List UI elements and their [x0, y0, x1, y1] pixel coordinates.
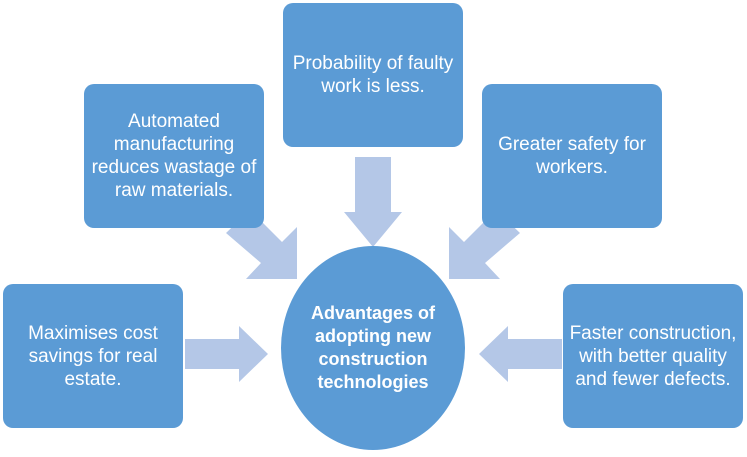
arrow-lower-right [479, 326, 562, 382]
advantage-box-faster-construction: Faster construction, with better quality… [563, 284, 743, 428]
center-topic-circle: Advantages of adopting new construction … [281, 246, 465, 450]
advantage-box-faulty-work: Probability of faulty work is less. [283, 3, 463, 147]
advantage-text: Maximises cost savings for real estate. [28, 322, 158, 390]
advantage-text: Faster construction, with better quality… [569, 322, 737, 390]
advantage-box-cost-savings: Maximises cost savings for real estate. [3, 284, 183, 428]
advantage-text: Greater safety for workers. [498, 134, 646, 178]
arrow-top [344, 157, 402, 247]
advantage-box-safety: Greater safety for workers. [482, 84, 662, 228]
arrow-lower-left [185, 326, 268, 382]
center-topic-label: Advantages of adopting new construction … [310, 303, 436, 392]
advantage-box-automated-manufacturing: Automated manufacturing reduces wastage … [84, 84, 264, 228]
advantage-text: Probability of faulty work is less. [292, 53, 454, 97]
advantage-text: Automated manufacturing reduces wastage … [91, 111, 257, 201]
